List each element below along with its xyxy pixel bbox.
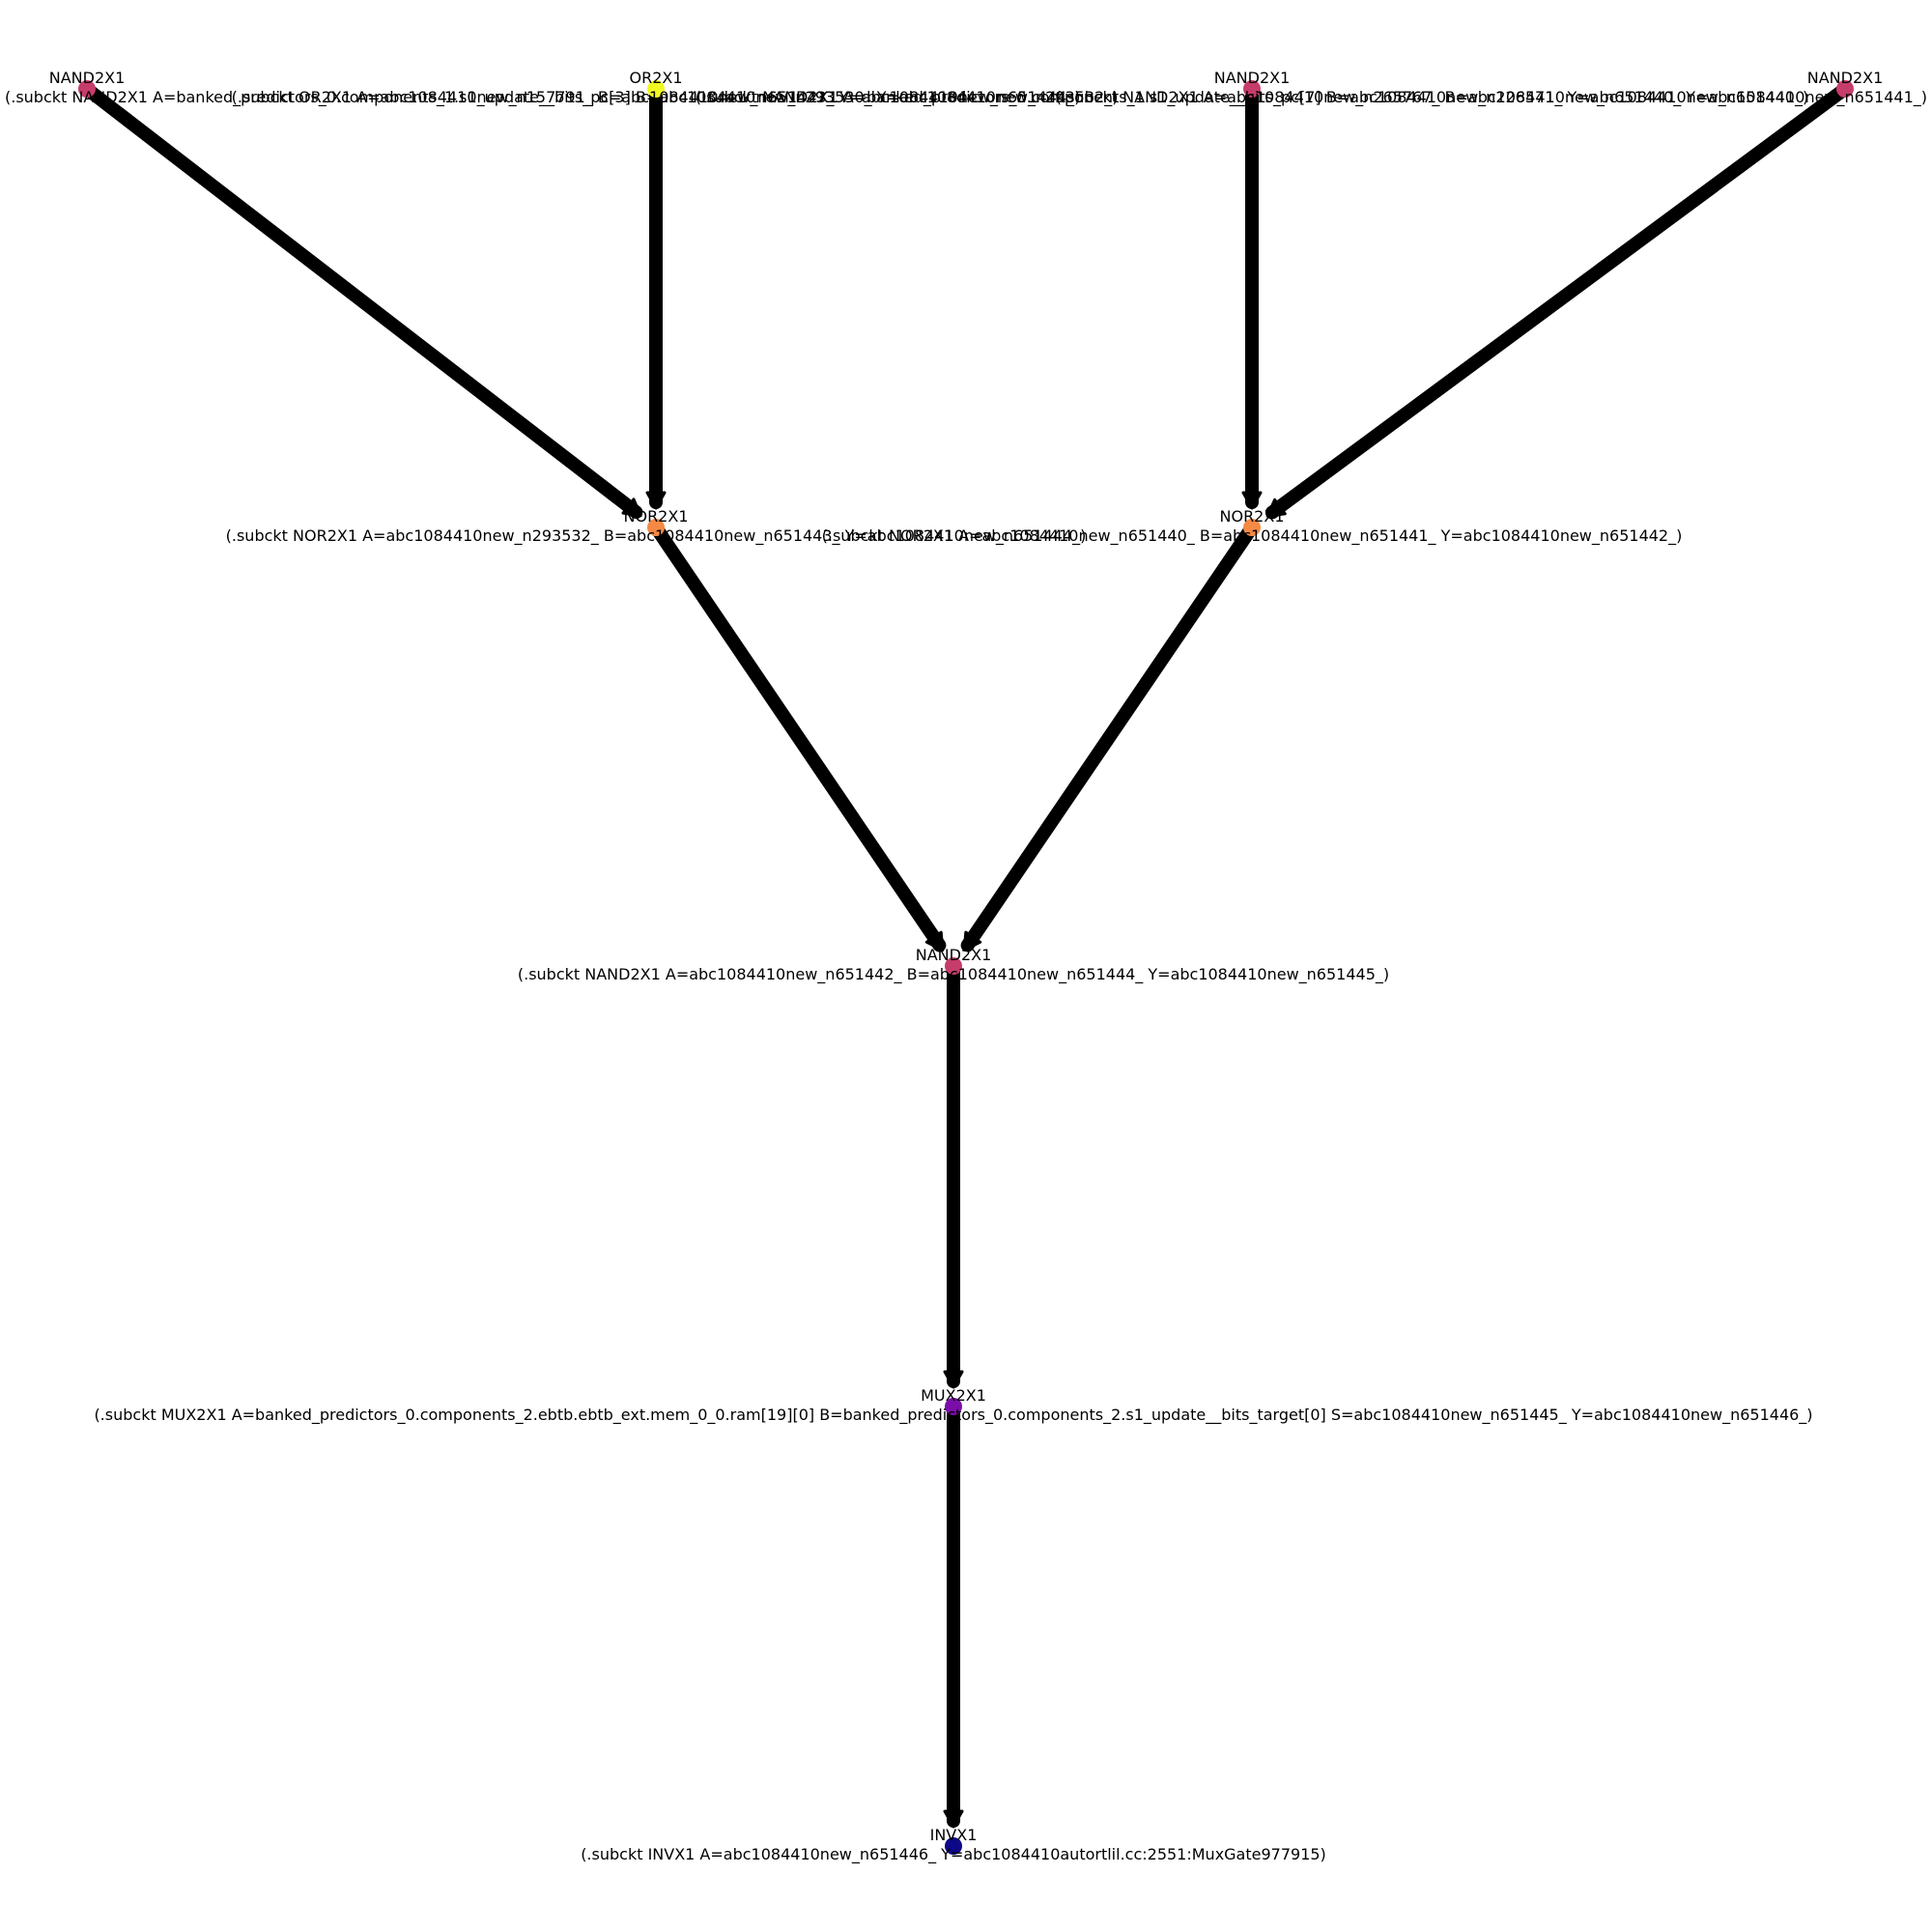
cell-subckt-label: (.subckt INVX1 A=abc1084410new_n651446_ … — [581, 1845, 1326, 1864]
arrow-head-n8-n9 — [943, 1809, 964, 1829]
node-dot[interactable] — [1836, 80, 1854, 98]
edge-n5-n7 — [649, 521, 947, 952]
node-n1[interactable]: NAND2X1(.subckt NAND2X1 A=banked_predict… — [5, 69, 1118, 107]
cell-type-label: OR2X1 — [629, 69, 682, 87]
nodes-layer: NAND2X1(.subckt NAND2X1 A=banked_predict… — [5, 69, 1927, 1864]
node-dot[interactable] — [945, 957, 962, 975]
cell-type-label: MUX2X1 — [921, 1386, 986, 1405]
edges-layer — [80, 82, 1852, 1829]
edge-n6-n7 — [960, 521, 1259, 952]
cell-type-label: NAND2X1 — [916, 946, 992, 964]
node-n5[interactable]: NOR2X1(.subckt NOR2X1 A=abc1084410new_n2… — [226, 507, 1087, 546]
edge-n4-n6 — [1264, 82, 1852, 520]
arrow-head-n4-n6 — [1265, 497, 1287, 518]
arrow-head-n7-n8 — [943, 1370, 964, 1389]
node-n9[interactable]: INVX1(.subckt INVX1 A=abc1084410new_n651… — [581, 1826, 1326, 1864]
node-n6[interactable]: NOR2X1(.subckt NOR2X1 A=abc1084410new_n6… — [822, 507, 1683, 546]
arrow-head-n1-n5 — [621, 497, 642, 518]
node-n2[interactable]: OR2X1(.subckt OR2X1 A=abc1084410new_n157… — [232, 69, 1081, 107]
cell-subckt-label: (.subckt NAND2X1 A=abc1084410new_n265767… — [1056, 88, 1927, 107]
cell-type-label: NAND2X1 — [1214, 69, 1291, 87]
cell-subckt-label: (.subckt NOR2X1 A=abc1084410new_n293532_… — [226, 526, 1087, 546]
cell-subckt-label: (.subckt OR2X1 A=abc1084410new_n157791_ … — [232, 88, 1081, 107]
node-dot[interactable] — [945, 1398, 962, 1415]
cell-type-label: INVX1 — [930, 1826, 978, 1844]
arrow-head-n6-n7 — [962, 930, 982, 952]
cell-subckt-label: (.subckt NOR2X1 A=abc1084410new_n651440_… — [822, 526, 1683, 546]
node-dot[interactable] — [78, 80, 96, 98]
arrow-head-n5-n7 — [924, 930, 945, 952]
node-n3[interactable]: NAND2X1(.subckt NAND2X1 A=banked_predict… — [696, 69, 1808, 107]
cell-type-label: NAND2X1 — [49, 69, 126, 87]
node-dot[interactable] — [647, 519, 665, 536]
cell-type-label: NOR2X1 — [624, 507, 689, 526]
node-n7[interactable]: NAND2X1(.subckt NAND2X1 A=abc1084410new_… — [518, 946, 1389, 984]
node-dot[interactable] — [647, 80, 665, 98]
arrow-head-n3-n6 — [1241, 491, 1263, 510]
cell-subckt-label: (.subckt NAND2X1 A=banked_predictors_0.c… — [5, 88, 1118, 107]
cell-type-label: NAND2X1 — [1807, 69, 1884, 87]
cell-subckt-label: (.subckt NAND2X1 A=banked_predictors_0.c… — [696, 88, 1808, 107]
node-dot[interactable] — [1243, 519, 1261, 536]
edge-n1-n5 — [80, 82, 643, 520]
node-dot[interactable] — [1243, 80, 1261, 98]
cell-type-label: NOR2X1 — [1220, 507, 1285, 526]
node-dot[interactable] — [945, 1837, 962, 1855]
cell-subckt-label: (.subckt MUX2X1 A=banked_predictors_0.co… — [94, 1406, 1812, 1425]
arrow-head-n2-n5 — [645, 491, 667, 510]
node-n8[interactable]: MUX2X1(.subckt MUX2X1 A=banked_predictor… — [94, 1386, 1812, 1425]
node-n4[interactable]: NAND2X1(.subckt NAND2X1 A=abc1084410new_… — [1056, 69, 1927, 107]
cell-subckt-label: (.subckt NAND2X1 A=abc1084410new_n651442… — [518, 965, 1389, 984]
